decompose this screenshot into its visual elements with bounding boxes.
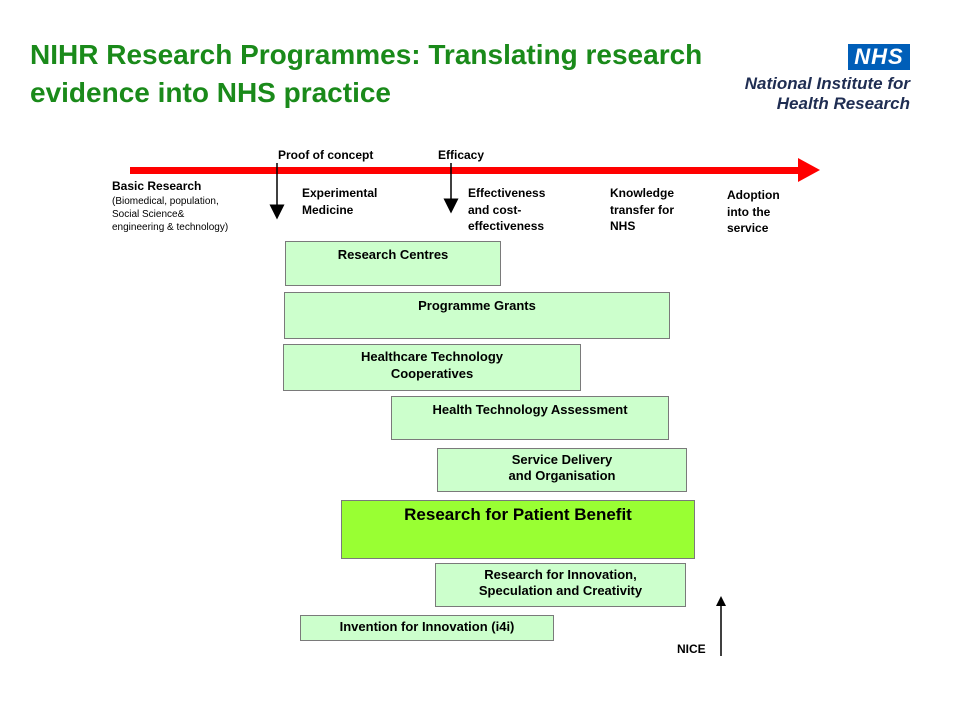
box-label: Service Delivery (511, 452, 613, 467)
box-label: Research for Innovation, (484, 567, 637, 582)
stage-label: into the (727, 205, 771, 219)
nihr-logo: NHS National Institute for Health Resear… (740, 44, 920, 114)
research-timeline-arrow (130, 158, 820, 182)
stage-label: effectiveness (468, 219, 545, 233)
stage-label: and cost- (468, 203, 522, 217)
box-label: Health Technology Assessment (432, 402, 628, 417)
nhs-badge: NHS (848, 44, 910, 70)
stage-label: NHS (610, 219, 636, 233)
basic-research-detail: Social Science& (112, 209, 185, 220)
research-centres-box: Research Centres (285, 241, 501, 286)
stage-label: Adoption (727, 188, 780, 202)
invention-for-innovation-box: Invention for Innovation (i4i) (300, 615, 554, 641)
stage-label: service (727, 221, 769, 235)
box-label: Programme Grants (418, 298, 536, 313)
box-label: Healthcare Technology (360, 349, 504, 364)
basic-research-detail: (Biomedical, population, (112, 196, 219, 207)
nice-arrow (716, 596, 726, 656)
research-for-innovation-box: Research for Innovation, Speculation and… (435, 563, 686, 607)
proof-of-concept-label: Proof of concept (278, 148, 374, 162)
box-label: Research for Patient Benefit (404, 505, 632, 524)
box-label: Cooperatives (390, 366, 474, 381)
healthcare-technology-cooperatives-box: Healthcare Technology Cooperatives (283, 344, 581, 391)
basic-research-detail: engineering & technology) (112, 222, 229, 233)
logo-line-2: Health Research (776, 94, 910, 113)
stage-label: Medicine (302, 203, 354, 217)
stage-label: Knowledge (610, 186, 675, 200)
logo-line-1: National Institute for (744, 74, 910, 93)
stage-label: Experimental (302, 186, 378, 200)
timeline-arrows (130, 158, 820, 220)
box-label: Invention for Innovation (i4i) (339, 619, 515, 634)
box-label: Research Centres (337, 247, 449, 262)
efficacy-label: Efficacy (438, 148, 485, 162)
research-for-patient-benefit-box: Research for Patient Benefit (341, 500, 695, 559)
nice-label: NICE (677, 642, 706, 656)
stage-label: Effectiveness (468, 186, 546, 200)
page-title: NIHR Research Programmes: Translating re… (30, 39, 703, 108)
basic-research-label: Basic Research (112, 179, 202, 193)
stage-label: transfer for (610, 203, 675, 217)
box-label: Speculation and Creativity (478, 583, 643, 598)
programme-grants-box: Programme Grants (284, 292, 670, 339)
service-delivery-box: Service Delivery and Organisation (437, 448, 687, 492)
box-label: and Organisation (508, 468, 616, 483)
health-technology-assessment-box: Health Technology Assessment (391, 396, 669, 440)
